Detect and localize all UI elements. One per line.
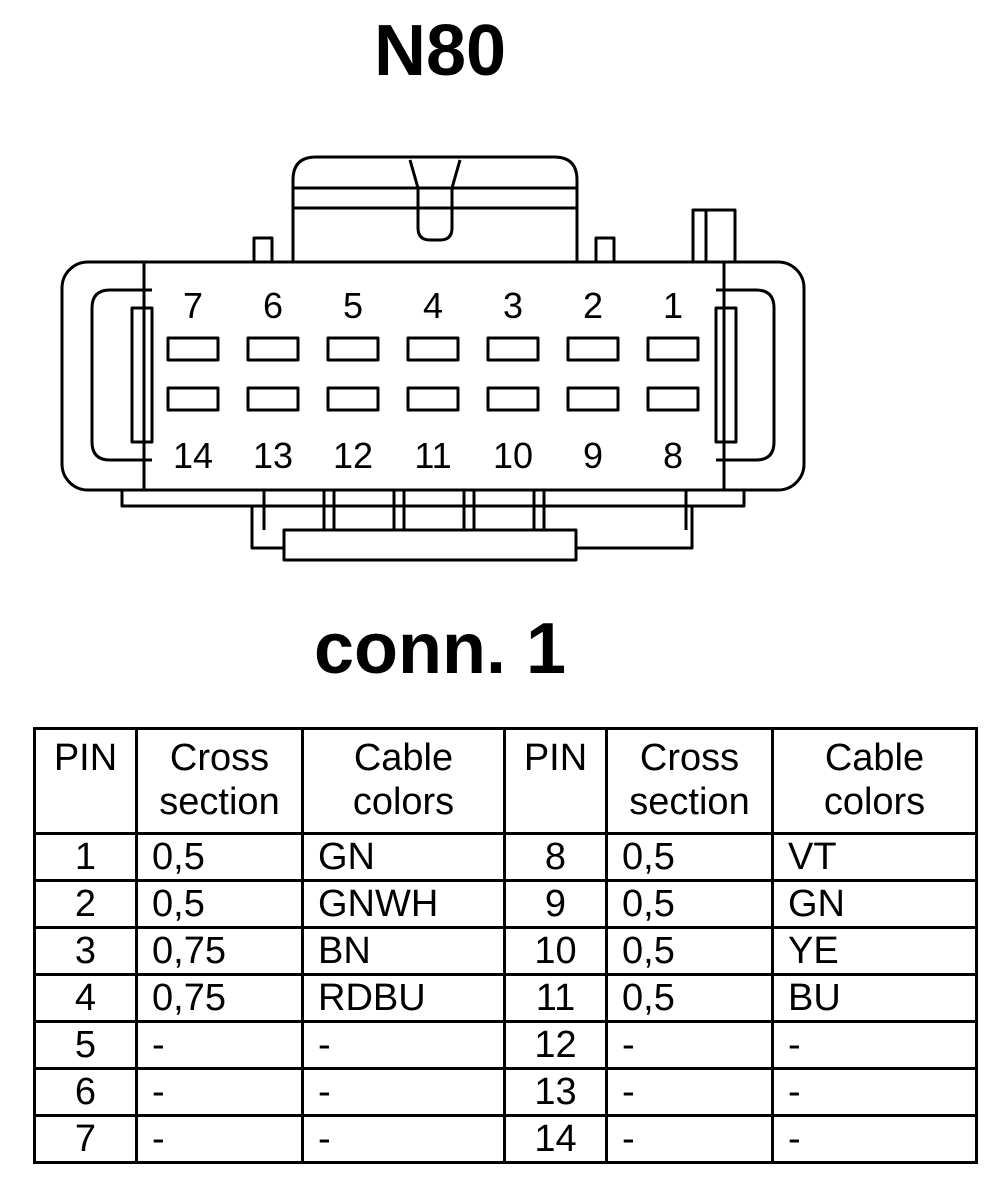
cross-section-cell: -: [605, 1114, 774, 1164]
header-cross-section: Cross section: [135, 727, 304, 835]
cross-section-cell: -: [135, 1114, 304, 1164]
table-row: 4 0,75 RDBU 11 0,5 BU: [33, 973, 978, 1023]
cable-color-cell: GN: [771, 879, 978, 929]
connector-label: conn. 1: [313, 609, 567, 689]
table-row: 1 0,5 GN 8 0,5 VT: [33, 832, 978, 882]
cable-color-cell: GNWH: [301, 879, 506, 929]
cross-section-cell: 0,75: [135, 973, 304, 1023]
bottom-skirt: [120, 490, 746, 508]
pin-cell: 2: [33, 879, 138, 929]
pin-label-7: 7: [183, 285, 203, 326]
tab-right: [691, 208, 737, 264]
pin-cell: 8: [503, 832, 608, 882]
cable-color-cell: RDBU: [301, 973, 506, 1023]
post-left: [252, 236, 274, 264]
connector-title: N80: [373, 11, 507, 91]
cross-section-cell: 0,5: [605, 926, 774, 976]
pin-label-14: 14: [173, 435, 213, 476]
pin-cell: 12: [503, 1020, 608, 1070]
header-cross-section: Cross section: [605, 727, 774, 835]
header-cable-colors: Cable colors: [301, 727, 506, 835]
cable-color-cell: -: [771, 1114, 978, 1164]
table-row: 7 - - 14 - -: [33, 1114, 978, 1164]
pin-cell: 13: [503, 1067, 608, 1117]
pin-label-13: 13: [253, 435, 293, 476]
table-row: 3 0,75 BN 10 0,5 YE: [33, 926, 978, 976]
side-lock-left: [90, 288, 152, 462]
pin-cell: 1: [33, 832, 138, 882]
header-pin: PIN: [503, 727, 608, 835]
cross-section-cell: -: [605, 1067, 774, 1117]
cable-color-cell: -: [771, 1020, 978, 1070]
header-pin: PIN: [33, 727, 138, 835]
cross-section-cell: 0,5: [135, 879, 304, 929]
pin-label-12: 12: [333, 435, 373, 476]
pin-cell: 7: [33, 1114, 138, 1164]
cross-section-cell: 0,5: [605, 879, 774, 929]
pin-table: PIN Cross section Cable colors PIN Cross…: [33, 727, 978, 1164]
pin-cell: 10: [503, 926, 608, 976]
cable-color-cell: VT: [771, 832, 978, 882]
cable-color-cell: -: [301, 1020, 506, 1070]
table-row: 2 0,5 GNWH 9 0,5 GN: [33, 879, 978, 929]
cable-color-cell: BN: [301, 926, 506, 976]
pin-label-9: 9: [583, 435, 603, 476]
pin-label-1: 1: [663, 285, 683, 326]
pin-label-2: 2: [583, 285, 603, 326]
cross-section-cell: -: [135, 1020, 304, 1070]
cable-color-cell: GN: [301, 832, 506, 882]
cable-color-cell: -: [771, 1067, 978, 1117]
pin-cell: 6: [33, 1067, 138, 1117]
pin-label-10: 10: [493, 435, 533, 476]
pin-cell: 3: [33, 926, 138, 976]
cable-color-cell: -: [301, 1114, 506, 1164]
table-row: 5 - - 12 - -: [33, 1020, 978, 1070]
cross-section-cell: 0,5: [605, 973, 774, 1023]
cross-section-cell: 0,5: [135, 832, 304, 882]
side-lock-right: [716, 288, 776, 462]
pin-cell: 11: [503, 973, 608, 1023]
cross-section-cell: 0,5: [605, 832, 774, 882]
cross-section-cell: -: [135, 1067, 304, 1117]
cross-section-cell: -: [605, 1020, 774, 1070]
pin-label-3: 3: [503, 285, 523, 326]
cable-color-cell: YE: [771, 926, 978, 976]
cable-color-cell: BU: [771, 973, 978, 1023]
pin-label-6: 6: [263, 285, 283, 326]
bottom-rail: [282, 528, 578, 562]
connector-diagram: 7 6 5 4 3 2 1 14 13 12 11 10 9 8: [60, 155, 806, 562]
top-latch: [291, 155, 579, 262]
table-row: 6 - - 13 - -: [33, 1067, 978, 1117]
header-cable-colors: Cable colors: [771, 727, 978, 835]
pin-cell: 14: [503, 1114, 608, 1164]
post-right: [594, 236, 616, 264]
pin-cell: 5: [33, 1020, 138, 1070]
pin-label-11: 11: [414, 435, 451, 476]
pin-label-4: 4: [423, 285, 443, 326]
pin-label-8: 8: [663, 435, 683, 476]
pin-label-5: 5: [343, 285, 363, 326]
latch-tab: [408, 159, 462, 242]
pin-cell: 4: [33, 973, 138, 1023]
pin-cell: 9: [503, 879, 608, 929]
cross-section-cell: 0,75: [135, 926, 304, 976]
table-header-row: PIN Cross section Cable colors PIN Cross…: [33, 727, 978, 835]
cable-color-cell: -: [301, 1067, 506, 1117]
